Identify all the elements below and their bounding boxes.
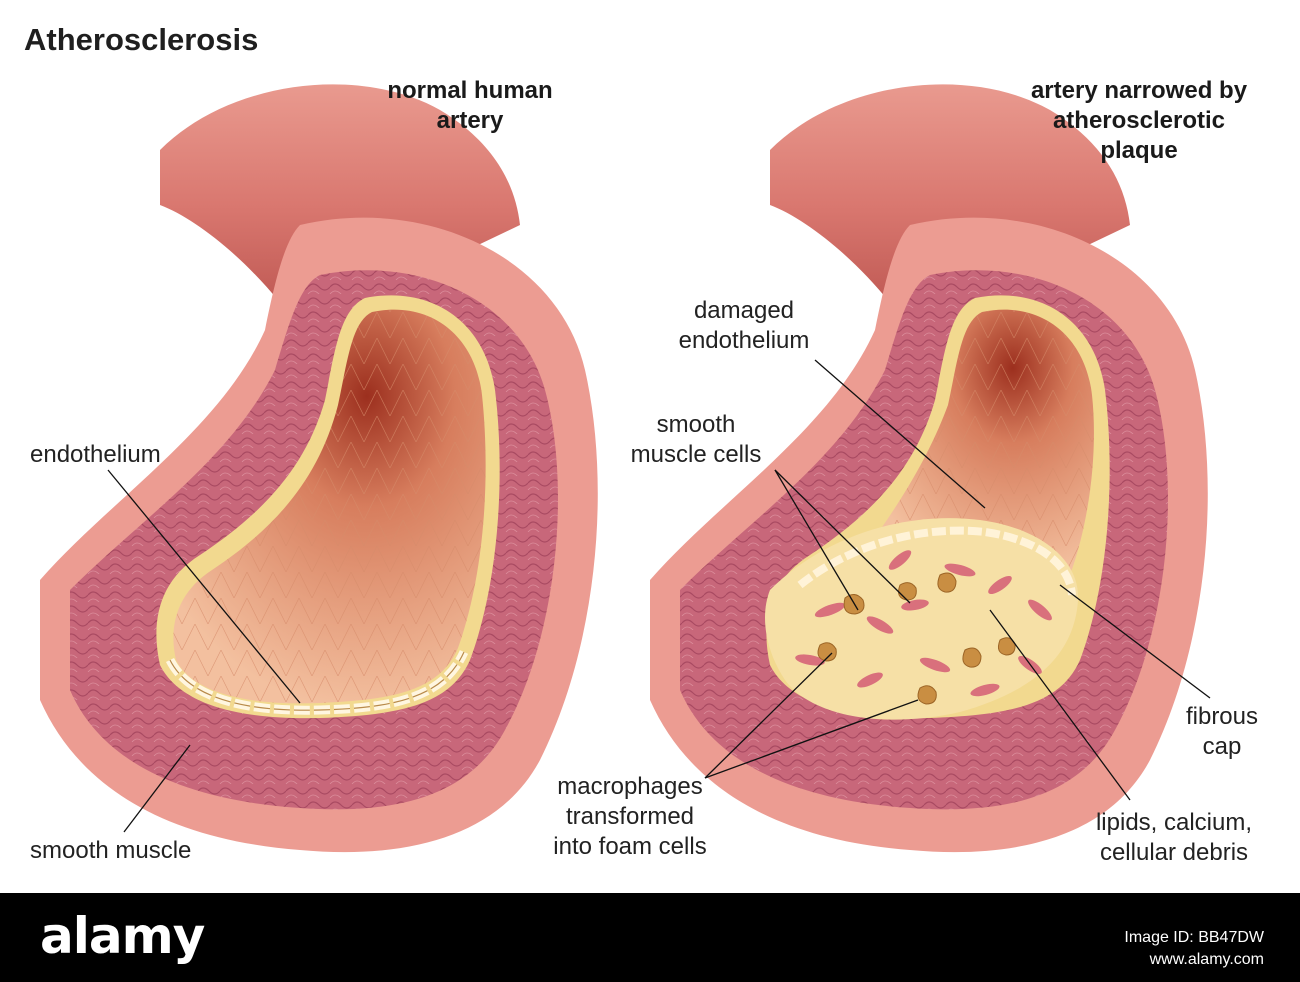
narrowed-artery-heading: artery narrowed by atherosclerotic plaqu… [1004, 76, 1274, 166]
damaged-endothelium-leader [814, 359, 986, 509]
narrowed-heading-line-1: artery narrowed by [1030, 77, 1248, 104]
damaged-endothelium-label: damaged endothelium [662, 296, 826, 356]
normal-artery-tube [160, 84, 520, 330]
normal-artery [40, 84, 598, 853]
lipids-line-2: cellular debris [1099, 839, 1249, 866]
alamy-logo: alamy [40, 907, 205, 965]
lipids-leader [989, 609, 1131, 801]
normal-heading-line-1: normal human [387, 77, 553, 104]
macro-line-2: transformed [565, 803, 695, 830]
plaque-smooth-muscle-cells [795, 550, 1052, 697]
smooth-muscle-cells-label: smooth muscle cells [614, 410, 778, 470]
fibrous-cap-label: fibrous cap [1174, 702, 1270, 762]
smooth-muscle-leader [123, 744, 191, 833]
figure-title: Atherosclerosis [24, 22, 259, 57]
smc-leader-2 [774, 469, 911, 604]
foam-cells-label: macrophages transformed into foam cells [534, 772, 726, 862]
macro-line-1: macrophages [557, 773, 703, 800]
normal-heading-line-2: artery [436, 107, 504, 134]
footer-url: www.alamy.com [1149, 951, 1264, 968]
lipids-label: lipids, calcium, cellular debris [1076, 808, 1272, 868]
fibrous-line-1: fibrous [1185, 703, 1259, 730]
narrowed-artery [650, 84, 1211, 853]
artery-illustrations [40, 84, 1211, 853]
normal-artery-lumen-texture [173, 309, 486, 704]
foam-cell-leader-2 [704, 699, 919, 779]
narrowed-artery-lumen-texture [880, 309, 1094, 575]
damaged-line-2: endothelium [678, 327, 810, 354]
fibrous-cap [797, 526, 1076, 596]
normal-artery-heading: normal human artery [362, 76, 578, 136]
smc-leader-1 [774, 469, 859, 611]
smooth-muscle-label: smooth muscle [30, 837, 192, 864]
narrowed-heading-line-2: atherosclerotic [1052, 107, 1226, 134]
lipids-line-1: lipids, calcium, [1095, 809, 1253, 836]
endothelium-leader [107, 469, 301, 704]
endothelium-label: endothelium [30, 441, 161, 468]
fibrous-cap-leader [1059, 584, 1211, 699]
image-id: Image ID: BB47DW [1124, 929, 1264, 946]
fibrous-line-2: cap [1202, 733, 1242, 760]
smc-line-2: muscle cells [630, 441, 762, 468]
foam-cells [817, 572, 1016, 705]
footer-bar: alamy Image ID: BB47DW www.alamy.com [0, 893, 1300, 982]
smc-line-1: smooth [656, 411, 736, 438]
narrowed-heading-line-3: plaque [1100, 137, 1178, 164]
damaged-line-1: damaged [693, 297, 795, 324]
plaque [765, 518, 1079, 720]
macro-line-3: into foam cells [553, 833, 707, 860]
narrowed-artery-tube [770, 84, 1130, 330]
foam-cell-leader-1 [704, 652, 833, 779]
diagram-canvas: Atherosclerosis normal human artery endo… [24, 22, 1274, 868]
